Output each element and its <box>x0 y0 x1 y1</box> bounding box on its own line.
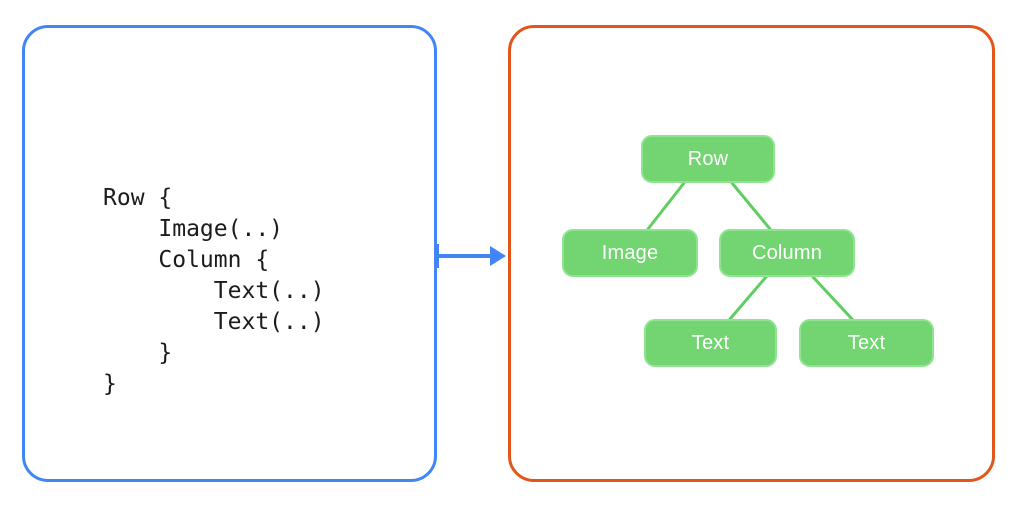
edge-column-text2 <box>811 275 854 321</box>
edge-row-image <box>646 181 686 231</box>
tree-node-row[interactable]: Row <box>641 135 775 183</box>
edge-row-column <box>730 181 772 231</box>
edge-column-text1 <box>728 275 768 321</box>
tree-node-text-1[interactable]: Text <box>644 319 777 367</box>
code-panel: Row { Image(..) Column { Text(..) Text(.… <box>22 25 437 482</box>
tree-edges <box>646 181 854 321</box>
arrow-head-icon <box>490 246 506 266</box>
tree-node-column[interactable]: Column <box>719 229 855 277</box>
tree-diagram: Row Image Column Text Text <box>508 25 995 482</box>
tree-node-image[interactable]: Image <box>562 229 698 277</box>
code-snippet: Row { Image(..) Column { Text(..) Text(.… <box>103 185 325 397</box>
tree-node-text-2[interactable]: Text <box>799 319 934 367</box>
transform-arrow <box>435 244 506 268</box>
